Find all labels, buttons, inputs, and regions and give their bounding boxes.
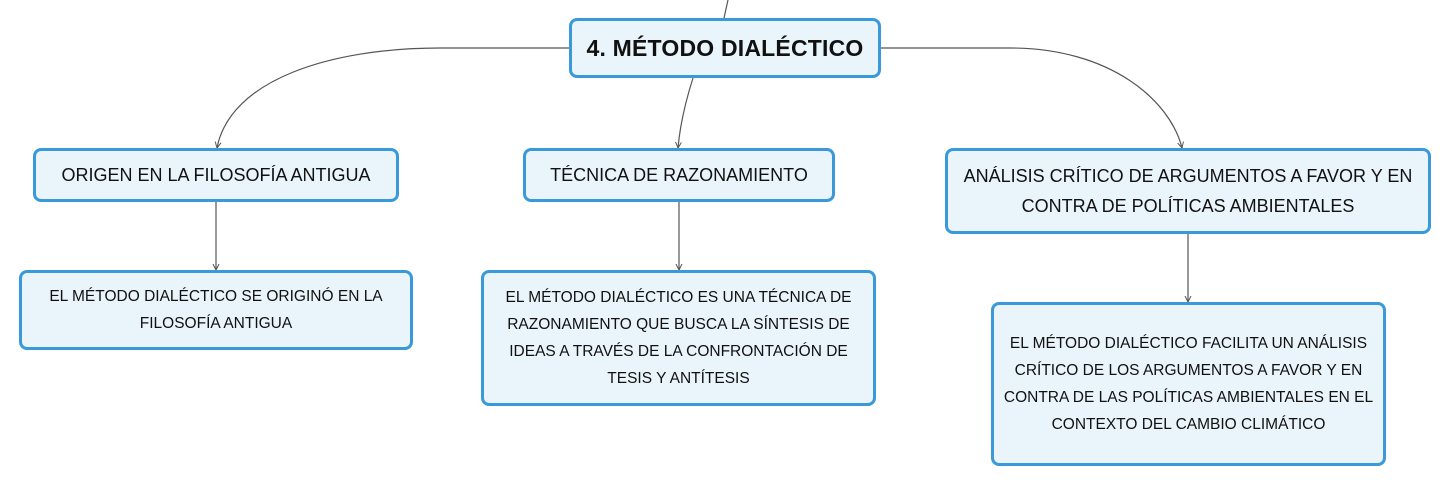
root-topic[interactable]: 4. MÉTODO DIALÉCTICO [569,18,881,78]
connector-root-to-branch-1 [217,47,569,148]
detail-topic-text: EL MÉTODO DIALÉCTICO FACILITA UN ANÁLISI… [1003,335,1374,433]
detail-topic-critical-analysis[interactable]: EL MÉTODO DIALÉCTICO FACILITA UN ANÁLISI… [991,302,1386,466]
branch-topic-label: TÉCNICA DE RAZONAMIENTO [550,165,808,185]
root-topic-title: 4. MÉTODO DIALÉCTICO [586,34,864,61]
detail-topic-text: EL MÉTODO DIALÉCTICO SE ORIGINÓ EN LA FI… [49,288,383,332]
connector-root-to-branch-2 [678,77,694,148]
detail-topic-reasoning-technique[interactable]: EL MÉTODO DIALÉCTICO ES UNA TÉCNICA DE R… [481,270,876,406]
branch-topic-reasoning-technique[interactable]: TÉCNICA DE RAZONAMIENTO [523,148,835,202]
branch-topic-origin[interactable]: ORIGEN EN LA FILOSOFÍA ANTIGUA [33,148,399,202]
branch-topic-critical-analysis[interactable]: ANÁLISIS CRÍTICO DE ARGUMENTOS A FAVOR Y… [945,148,1431,234]
detail-topic-text: EL MÉTODO DIALÉCTICO ES UNA TÉCNICA DE R… [505,289,852,387]
connector-parent-to-root [723,0,729,19]
detail-topic-origin[interactable]: EL MÉTODO DIALÉCTICO SE ORIGINÓ EN LA FI… [19,270,413,350]
branch-topic-label: ANÁLISIS CRÍTICO DE ARGUMENTOS A FAVOR Y… [963,166,1413,216]
connector-root-to-branch-3 [881,47,1182,148]
branch-topic-label: ORIGEN EN LA FILOSOFÍA ANTIGUA [61,165,371,185]
